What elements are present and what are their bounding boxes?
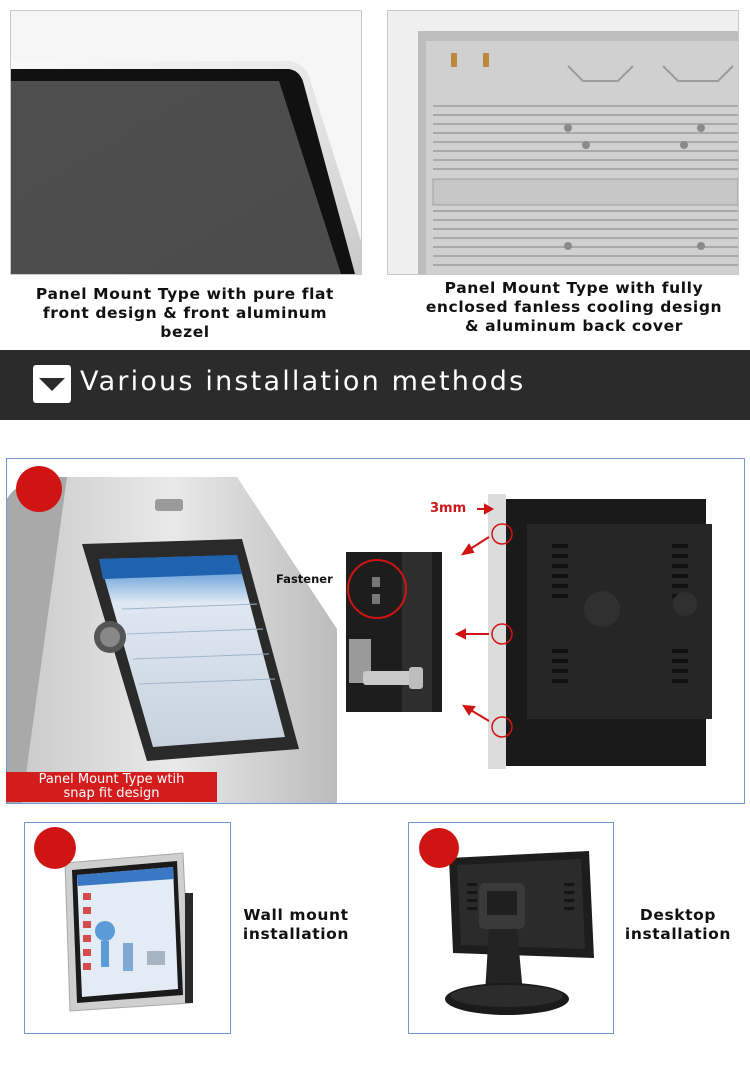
desktop-stand-illustration [409,823,613,1033]
snap-fit-label: Panel Mount Type wtih snap fit design [6,772,217,802]
wall-mount-caption-line1: Wall mount [243,906,349,924]
section-title: Various installation methods [80,366,526,397]
back-cover-caption: Panel Mount Type with fully enclosed fan… [425,279,723,335]
section-banner [0,350,750,420]
snap-fit-label-line1: Panel Mount Type wtih [38,772,185,787]
wall-mount-photo [24,822,231,1034]
red-dot-marker [419,828,459,868]
chevron-down-icon-glyph [39,378,65,391]
back-cover-photo [387,10,739,275]
wall-mount-caption: Wall mount installation [232,906,360,944]
panel-mount-installation-photo [6,458,745,804]
desktop-caption: Desktop installation [612,906,744,944]
installation-illustration [7,477,712,803]
red-dot-marker [34,827,76,869]
snap-fit-label-line2: snap fit design [63,786,160,801]
chevron-down-icon [33,365,71,403]
front-bezel-illustration [11,11,361,274]
front-bezel-photo [10,10,362,275]
desktop-stand-photo [408,822,614,1034]
fastener-label: Fastener [276,572,333,586]
red-dot-marker [16,466,62,512]
front-bezel-caption: Panel Mount Type with pure flat front de… [35,285,335,341]
bezel-thickness-label: 3mm [430,501,467,516]
desktop-caption-line2: installation [624,925,732,943]
wall-mount-caption-line2: installation [242,925,350,943]
desktop-caption-line1: Desktop [639,906,717,924]
back-cover-illustration [388,11,738,274]
